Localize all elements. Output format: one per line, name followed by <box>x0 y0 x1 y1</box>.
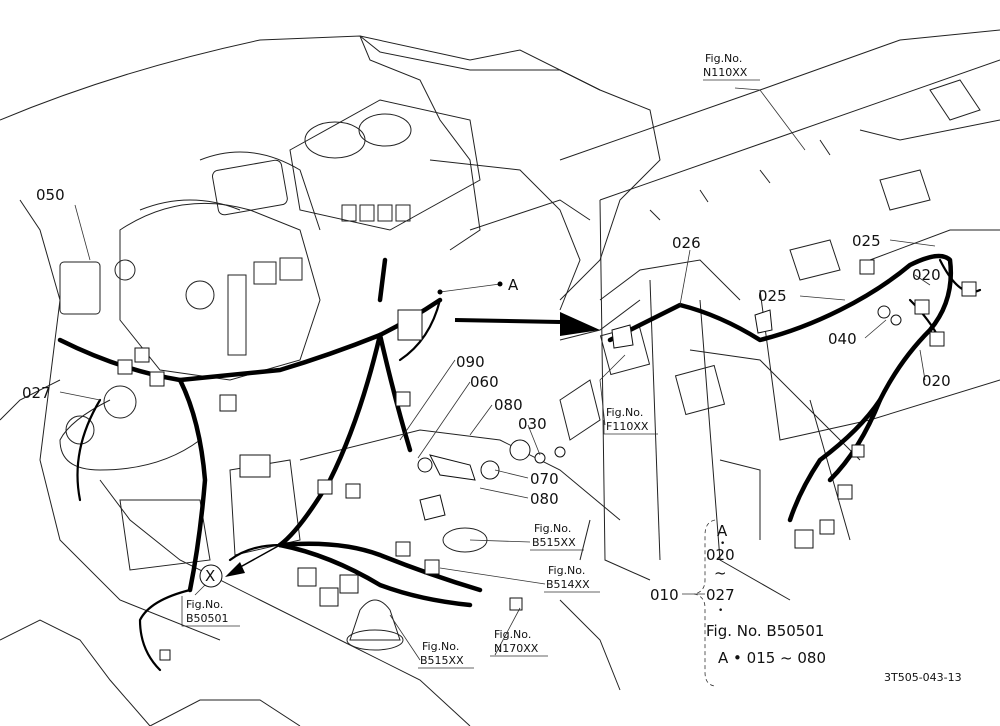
callout-a: A <box>508 276 519 294</box>
figure-references: Fig.No. N110XX Fig.No. F110XX Fig.No. B5… <box>181 52 760 669</box>
callout-040: 040 <box>828 330 857 348</box>
fig-ref-n110-label: Fig.No. <box>705 52 742 65</box>
callout-080-upper: 080 <box>494 396 523 414</box>
fig-ref-b515-upper-label: Fig.No. <box>534 522 571 535</box>
legend-from: 020 <box>706 546 735 564</box>
legend-fig: Fig. No. B50501 <box>706 622 824 640</box>
callout-025-lower: 025 <box>758 287 787 305</box>
callout-030: 030 <box>518 415 547 433</box>
legend-range: A • 015 ~ 080 <box>718 649 826 667</box>
fig-ref-b515-lower: Fig.No. B515XX <box>418 640 474 669</box>
fig-ref-n170: Fig.No. N170XX <box>490 628 548 657</box>
callout-070: 070 <box>530 470 559 488</box>
callout-025-upper: 025 <box>852 232 881 250</box>
callout-080-lower: 080 <box>530 490 559 508</box>
callout-020-upper: 020 <box>912 266 941 284</box>
fig-ref-b515-upper: Fig.No. B515XX <box>530 522 584 551</box>
callout-090: 090 <box>456 353 485 371</box>
fig-ref-n110-code: N110XX <box>703 66 748 79</box>
fig-ref-b515-lower-label: Fig.No. <box>422 640 459 653</box>
fig-ref-b514: Fig.No. B514XX <box>544 564 600 593</box>
fig-ref-b514-label: Fig.No. <box>548 564 585 577</box>
fig-ref-b50501-label: Fig.No. <box>186 598 223 611</box>
drawing-code: 3T505-043-13 <box>884 671 962 684</box>
connectors <box>117 259 977 661</box>
callout-x: X <box>205 567 215 585</box>
harness-main <box>57 253 982 672</box>
fig-ref-n110: Fig.No. N110XX <box>703 52 760 81</box>
callout-020-lower: 020 <box>922 372 951 390</box>
callout-027-left: 027 <box>22 384 51 402</box>
machine-outline-art <box>0 29 1000 726</box>
fig-ref-b515-upper-code: B515XX <box>532 536 576 549</box>
fig-ref-n170-code: N170XX <box>494 642 539 655</box>
legend-dot-1: • <box>720 539 725 549</box>
fig-ref-b514-code: B514XX <box>546 578 590 591</box>
callout-050: 050 <box>36 186 65 204</box>
legend-block: A • 020 ~ 010 027 • Fig. No. B50501 A • … <box>650 519 826 687</box>
leader-lines <box>59 87 936 661</box>
fig-ref-b50501: Fig.No. B50501 <box>181 596 240 627</box>
legend-tilde: ~ <box>714 564 727 582</box>
legend-main-number: 010 <box>650 586 679 604</box>
callout-x-circle <box>199 564 223 588</box>
fig-ref-f110-label: Fig.No. <box>606 406 643 419</box>
legend-to: 027 <box>706 586 735 604</box>
fig-ref-b515-lower-code: B515XX <box>420 654 464 667</box>
transfer-arrows <box>225 312 600 577</box>
fig-ref-b50501-code: B50501 <box>186 612 229 625</box>
fig-ref-n170-label: Fig.No. <box>494 628 531 641</box>
callout-060: 060 <box>470 373 499 391</box>
legend-dot-2: • <box>718 606 723 616</box>
fig-ref-f110: Fig.No. F110XX <box>603 406 658 435</box>
fig-ref-f110-code: F110XX <box>606 420 649 433</box>
callout-026: 026 <box>672 234 701 252</box>
callouts: 050 027 A 090 060 080 030 070 080 026 02… <box>22 186 951 588</box>
legend-a: A <box>717 522 728 540</box>
